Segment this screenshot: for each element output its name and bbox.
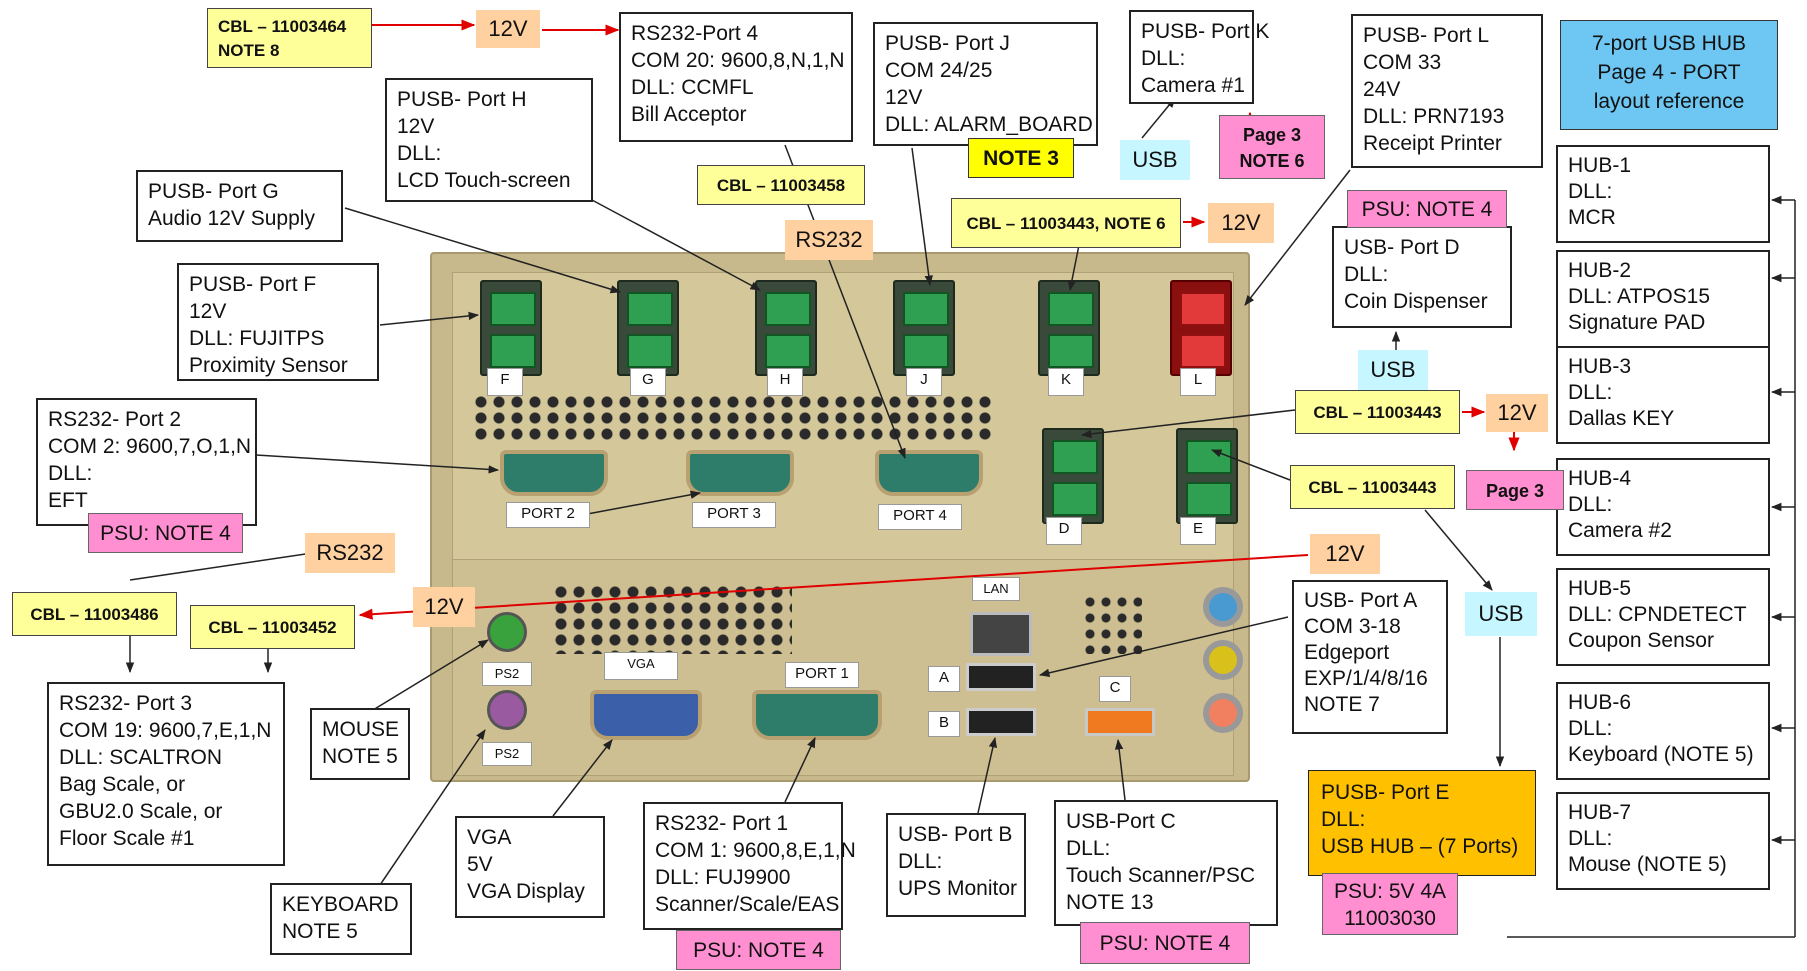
serial-port-3[interactable] xyxy=(686,450,794,496)
serial-port-4[interactable] xyxy=(875,450,983,496)
serial-port-1[interactable] xyxy=(752,690,882,740)
12v-tag-upper-right: 12V xyxy=(1486,394,1548,432)
vent-holes-lower xyxy=(552,584,792,654)
panel-label-k: K xyxy=(1048,368,1084,396)
lan-port[interactable] xyxy=(970,612,1032,656)
panel-label-e: E xyxy=(1180,517,1216,545)
usb-port-c[interactable] xyxy=(1085,708,1155,736)
usb-port-a[interactable] xyxy=(966,663,1036,691)
12v-tag-lower-left: 12V xyxy=(413,587,475,627)
12v-tag-k: 12V xyxy=(1208,203,1274,243)
audio-jack-pink[interactable] xyxy=(1203,693,1243,733)
note-3-tag: NOTE 3 xyxy=(968,138,1074,178)
panel-label-a: A xyxy=(928,666,960,692)
usb-tag-e: USB xyxy=(1465,592,1537,636)
page-3-tag: Page 3 xyxy=(1466,470,1564,510)
panel-label-h: H xyxy=(767,368,803,396)
usb-port-f[interactable] xyxy=(480,280,542,376)
usb-port-j[interactable] xyxy=(893,280,955,376)
usb-port-d[interactable] xyxy=(1042,428,1104,524)
panel-label-b: B xyxy=(928,711,960,737)
usb-port-b[interactable] xyxy=(966,708,1036,736)
panel-label-ps2-mouse: PS2 xyxy=(482,662,532,686)
panel-label-f: F xyxy=(487,368,523,396)
usb-port-h[interactable] xyxy=(755,280,817,376)
panel-label-l: L xyxy=(1180,368,1216,396)
panel-label-ps2-keyboard: PS2 xyxy=(482,742,532,766)
cable-11003443-tag-lower: CBL – 11003443 xyxy=(1290,465,1455,509)
cable-11003452-tag: CBL – 11003452 xyxy=(190,605,355,649)
cable-11003458-tag: CBL – 11003458 xyxy=(697,165,865,205)
usb-tag-d: USB xyxy=(1358,350,1428,390)
psu-note-4-tag-c: PSU: NOTE 4 xyxy=(1080,922,1250,964)
panel-label-port4: PORT 4 xyxy=(878,504,962,530)
12v-tag-top: 12V xyxy=(476,10,540,48)
panel-label-port3: PORT 3 xyxy=(692,502,776,528)
panel-label-lan: LAN xyxy=(972,577,1020,601)
usb-port-l[interactable] xyxy=(1170,280,1232,376)
vga-port[interactable] xyxy=(590,690,702,740)
cable-11003443-tag-upper: CBL – 11003443 xyxy=(1295,390,1460,434)
psu-note-4-tag-port2: PSU: NOTE 4 xyxy=(88,513,243,553)
psu-note-4-tag-d: PSU: NOTE 4 xyxy=(1347,190,1507,228)
panel-label-port2: PORT 2 xyxy=(506,502,590,528)
cable-11003443-note-6-tag: CBL – 11003443, NOTE 6 xyxy=(951,198,1181,248)
rs232-tag-top: RS232 xyxy=(785,220,873,260)
panel-label-vga: VGA xyxy=(604,652,678,680)
usb-port-g[interactable] xyxy=(617,280,679,376)
ps2-mouse-port[interactable] xyxy=(487,612,527,652)
cable-11003486-tag: CBL – 11003486 xyxy=(12,592,177,636)
vent-holes-right xyxy=(1082,594,1142,654)
psu-note-4-tag-port1: PSU: NOTE 4 xyxy=(676,930,841,970)
usb-port-e[interactable] xyxy=(1176,428,1238,524)
rs232-tag-lower: RS232 xyxy=(305,533,395,573)
12v-tag-lower-right: 12V xyxy=(1310,534,1380,574)
audio-jack-green[interactable] xyxy=(1203,640,1243,680)
panel-label-d: D xyxy=(1046,517,1082,545)
audio-jack-blue[interactable] xyxy=(1203,587,1243,627)
panel-label-j: J xyxy=(906,368,942,396)
serial-port-2[interactable] xyxy=(500,450,608,496)
usb-port-k[interactable] xyxy=(1038,280,1100,376)
usb-tag-k: USB xyxy=(1120,140,1190,180)
panel-label-g: G xyxy=(630,368,666,396)
ps2-keyboard-port[interactable] xyxy=(487,690,527,730)
panel-label-port1: PORT 1 xyxy=(785,662,859,688)
panel-label-c: C xyxy=(1099,676,1131,702)
vent-holes-upper xyxy=(472,394,992,442)
